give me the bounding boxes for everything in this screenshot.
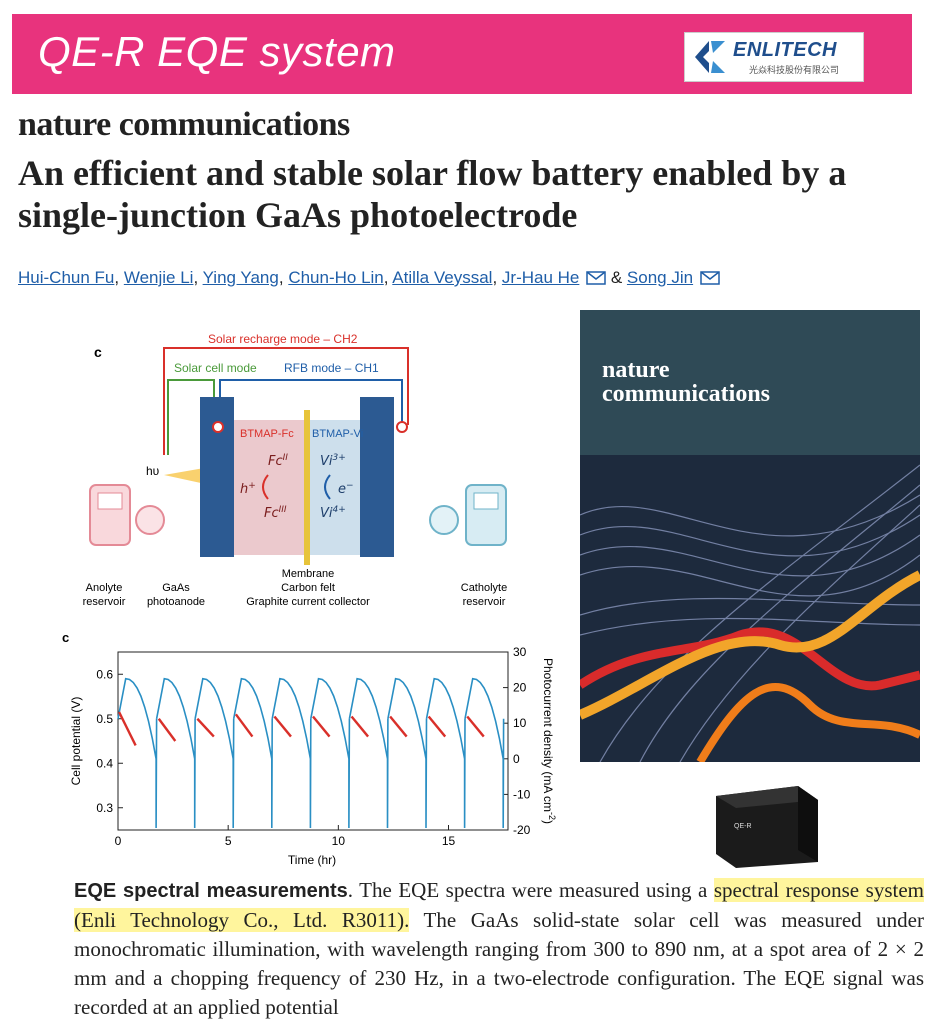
graphite-label: Graphite current collector [246,596,370,608]
journal-cover: nature communications [580,310,920,762]
potential-cycle-line [232,677,273,829]
potential-cycle-line [425,677,466,829]
y-left-tick-label: 0.6 [96,667,113,681]
cover-logo: nature communications [602,357,770,407]
carbon-felt-label: Carbon felt [281,582,335,594]
email-icon[interactable] [586,271,606,285]
photocurrent-segment [466,715,485,738]
potential-cycle-line [117,677,158,829]
y-right-tick-label: 20 [513,681,527,695]
vi-3plus-label: Vi3+ [320,453,346,469]
y-left-tick-label: 0.3 [96,801,113,815]
x-tick-label: 0 [115,834,122,848]
eqe-paragraph: EQE spectral measurements. The EQE spect… [74,878,924,1019]
enlitech-logo: ENLITECH 光焱科技股份有限公司 [684,32,864,82]
author-list: Hui-Chun Fu, Wenjie Li, Ying Yang, Chun-… [18,268,720,288]
y-right-tick-label: -20 [513,823,531,837]
author-link[interactable]: Wenjie Li [123,268,194,287]
logo-text: ENLITECH [733,39,837,61]
potential-cycle-line [271,677,312,829]
hv-label: hυ [146,464,159,478]
paragraph-heading: EQE spectral measurements [74,880,348,902]
y-axis-left-label: Cell potential (V) [69,697,83,786]
h-plus-label: h+ [240,481,256,497]
author-link[interactable]: Song Jin [626,268,694,287]
x-tick-label: 5 [225,834,232,848]
photocurrent-segment [350,715,370,738]
e-minus-label: e− [338,481,354,497]
y-right-tick-label: 0 [513,752,520,766]
y-right-tick-label: -10 [513,787,531,801]
right-electrolyte-label: BTMAP-Vi [312,428,363,440]
author-link[interactable]: Atilla Veyssal [392,268,493,287]
mode-ch1-label: RFB mode – CH1 [284,361,379,375]
plot-area [117,651,509,831]
panel-label: c [94,344,102,360]
y-right-tick-label: 30 [513,645,527,659]
cell-potential-chart: c 0 5 10 15 0.3 0.4 0.5 0.6 -20 -10 0 10 20 30 Time (… [62,630,557,867]
potential-cycle-line [155,677,196,829]
email-icon[interactable] [700,271,720,285]
catholyte-reservoir-icon [429,484,507,546]
cover-artwork [580,455,920,762]
logo-subtitle: 光焱科技股份有限公司 [749,66,840,76]
photocurrent-segment [196,717,215,738]
flow-battery-diagram: c Solar recharge mode – CH2 Solar cell m… [83,332,508,608]
photocurrent-segment [234,713,254,738]
x-axis-label: Time (hr) [288,853,336,867]
banner-title: QE-R EQE system [38,28,396,75]
light-beam-icon [164,467,210,485]
photocurrent-segment [118,711,137,746]
y-left-tick-label: 0.4 [96,756,113,770]
potential-cycle-line [310,677,351,829]
vi-4plus-label: Vi4+ [320,505,346,521]
author-link[interactable]: Ying Yang [202,268,279,287]
photocurrent-segment [389,715,408,738]
mode-ch2-label: Solar recharge mode – CH2 [208,332,358,346]
potential-cycle-line [194,677,235,829]
logo-mark-icon [695,41,725,73]
photocurrent-segment [273,715,292,738]
qe-r-device-image: QE-R [716,786,818,868]
potential-cycle-line [464,677,505,829]
potential-cycle-line [387,677,428,829]
author-and: & [610,268,623,287]
x-tick-label: 15 [442,834,456,848]
y-right-tick-label: 10 [513,716,527,730]
device-label: QE-R [734,823,752,830]
fc-iii-label: FcIII [264,505,287,521]
journal-name: nature communications [18,106,350,143]
banner: QE-R EQE system ENLITECH 光焱科技股份有限公司 [12,14,912,94]
mode-solar-label: Solar cell mode [174,361,257,375]
author-link[interactable]: Chun-Ho Lin [288,268,384,287]
left-electrolyte-label: BTMAP-Fc [240,428,294,440]
potential-cycle-line [348,677,389,829]
photocurrent-segment [157,718,177,742]
membrane-label: Membrane [282,568,335,580]
article-title: An efficient and stable solar flow batte… [18,153,847,235]
author-link[interactable]: Hui-Chun Fu [18,268,115,287]
right-redox-arrow-icon [324,474,331,500]
fc-ii-label: FcII [268,453,288,469]
author-link[interactable]: Jr-Hau He [501,268,580,287]
x-tick-label: 10 [332,834,346,848]
chart-panel-label: c [62,630,69,645]
left-redox-arrow-icon [262,474,269,500]
y-left-tick-label: 0.5 [96,712,113,726]
anolyte-reservoir-icon [89,484,165,546]
photocurrent-segment [427,715,447,738]
y-axis-right-label: Photocurrent density (mA cm-2) [541,658,557,824]
photocurrent-segment [312,715,331,738]
